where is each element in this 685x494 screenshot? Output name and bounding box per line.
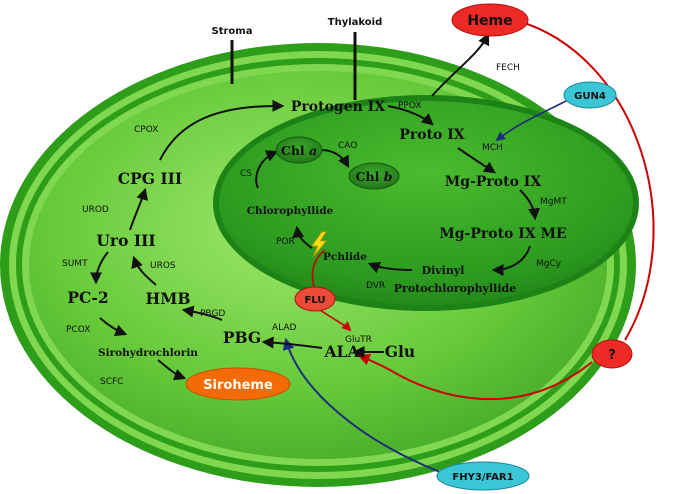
scfc-label: SCFC: [100, 377, 123, 387]
ppox-label: PPOX: [398, 101, 422, 111]
pathway-arrows: [90, 32, 541, 381]
urod-label: UROD: [82, 205, 109, 215]
heme-pill: [451, 3, 529, 37]
fhy3-far1-pill: [436, 461, 530, 491]
fhy3-far1-text: FHY3/FAR1: [452, 472, 513, 483]
por-label: POR: [276, 237, 295, 247]
gun4-text: GUN4: [574, 91, 606, 102]
mch-label: MCH: [482, 143, 503, 153]
mgmt-label: MgMT: [540, 197, 567, 207]
flu-pill: [294, 286, 336, 312]
unknown-pill: [591, 339, 633, 369]
mgcy-label: MgCy: [536, 259, 562, 269]
pbg-label: PBG: [223, 328, 261, 347]
protochlorophyllide-label: Protochlorophyllide: [394, 282, 516, 295]
sumt-label: SUMT: [62, 259, 88, 269]
protogen-ix-label: Protogen IX: [291, 99, 385, 115]
pbgd-label: PBGD: [200, 309, 225, 319]
siroheme-label: Siroheme: [203, 378, 273, 393]
unknown-text: ?: [608, 348, 616, 363]
chl-a-label: Chl a: [281, 143, 317, 158]
hmb-label: HMB: [146, 289, 191, 308]
pchlide-label: Pchlide: [323, 251, 367, 263]
ala-label: ALA: [324, 342, 361, 361]
mg-proto-ix-label: Mg-Proto IX: [445, 174, 542, 190]
alad-label: ALAD: [272, 323, 297, 333]
heme-label: Heme: [467, 13, 512, 29]
flu-inhibits-glutr-curve: [319, 309, 352, 332]
proto-ix-label: Proto IX: [399, 127, 464, 143]
sirohydrochlorin-label: Sirohydrochlorin: [98, 347, 198, 359]
light-bolt-icon: [311, 231, 327, 258]
cpg-iii-label: CPG III: [118, 169, 182, 188]
gun4-pill: [563, 81, 617, 109]
chlorophyllide-label: Chlorophyllide: [247, 205, 334, 217]
stroma-label: Stroma: [212, 26, 253, 37]
fech-label: FECH: [496, 63, 520, 73]
thylakoid-label: Thylakoid: [328, 17, 382, 28]
chl-a-node: [275, 136, 323, 164]
flu-text: FLU: [305, 295, 326, 306]
cao-label: CAO: [338, 141, 357, 151]
unknown-inhibits-glutr-curve: [357, 353, 593, 401]
glutr-label: GluTR: [345, 335, 372, 345]
fhy3-regulates-alad-curve: [282, 337, 441, 473]
chl-b-label: Chl b: [356, 169, 393, 184]
mg-proto-ix-me-label: Mg-Proto IX ME: [439, 226, 566, 242]
uros-label: UROS: [150, 261, 176, 271]
glu-label: Glu: [385, 342, 415, 361]
pc2-label: PC-2: [67, 288, 108, 307]
divinyl-label: Divinyl: [422, 264, 465, 277]
heme-feedback-curve: [514, 19, 655, 341]
dvr-label: DVR: [366, 281, 385, 291]
cpox-label: CPOX: [134, 125, 158, 135]
pchlide-to-flu-curve: [311, 249, 326, 291]
siroheme-pill: [185, 367, 291, 401]
cs-label: CS: [240, 169, 252, 179]
chl-b-node: [348, 162, 400, 190]
gun4-activates-mch-arrow: [495, 99, 569, 142]
pcox-label: PCOX: [66, 325, 90, 335]
uro-iii-label: Uro III: [96, 231, 155, 250]
